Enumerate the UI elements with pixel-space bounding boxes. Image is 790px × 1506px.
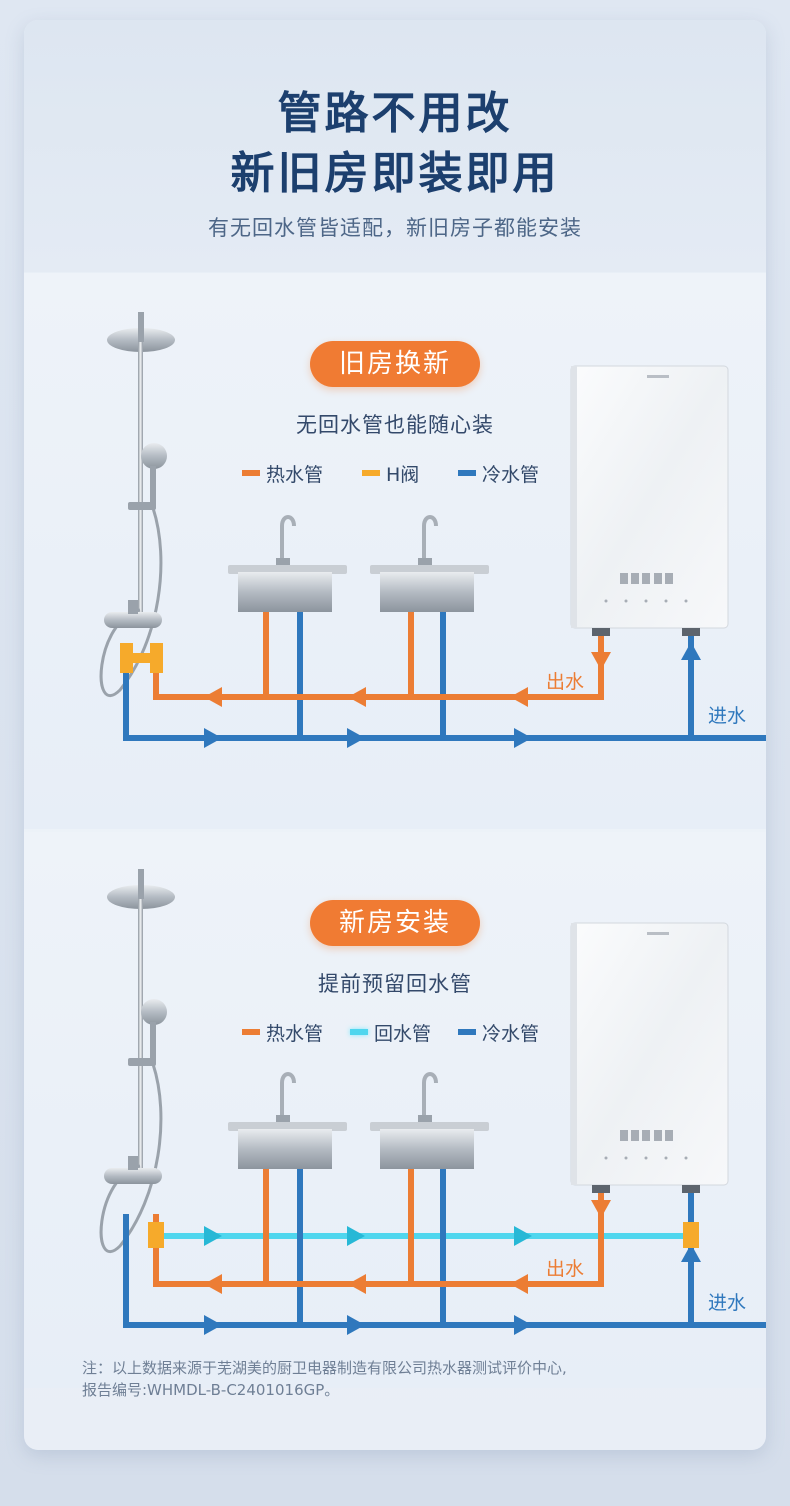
legend-label: 热水管 <box>266 463 324 486</box>
water-heater-icon <box>570 922 729 1193</box>
page-title-line1: 管路不用改 <box>277 88 513 139</box>
diagram-old-house: 出水 进水 <box>99 312 766 748</box>
legend-valve: H阀 <box>362 461 420 486</box>
flow-arrows-cold <box>204 642 701 748</box>
section-badge: 新房安装 <box>310 900 480 946</box>
cold-pipe <box>123 1169 766 1328</box>
section-caption: 无回水管也能随心装 <box>296 413 494 437</box>
hero-header: 管路不用改 新旧房即装即用 有无回水管皆适配，新旧房子都能安装 <box>24 20 766 272</box>
cold-pipe-swatch <box>458 470 476 476</box>
legend-label: H阀 <box>386 463 420 486</box>
valve-swatch <box>362 470 380 476</box>
section-badge: 旧房换新 <box>310 341 480 387</box>
legend-label: 回水管 <box>374 1022 432 1045</box>
h-valve-icon <box>120 643 163 673</box>
sink-icon <box>228 1072 347 1169</box>
sink-icon <box>370 1072 489 1169</box>
page-subtitle: 有无回水管皆适配，新旧房子都能安装 <box>208 216 582 240</box>
hot-pipe <box>153 1169 604 1287</box>
legend-label: 冷水管 <box>482 1022 540 1045</box>
outlet-label: 出水 <box>546 671 584 693</box>
footnote-line1: 注：以上数据来源于芜湖美的厨卫电器制造有限公司热水器测试评价中心, <box>82 1359 567 1377</box>
hot-pipe-swatch <box>242 1029 260 1035</box>
legend-hot: 热水管 <box>242 461 324 486</box>
legend-label: 冷水管 <box>482 463 540 486</box>
water-heater-icon <box>570 365 729 636</box>
return-pipe-swatch <box>350 1029 368 1035</box>
cold-pipe-swatch <box>458 1029 476 1035</box>
legend-hot: 热水管 <box>242 1020 324 1045</box>
legend-cold: 冷水管 <box>458 461 540 486</box>
flow-arrows-cold <box>204 1244 701 1335</box>
inlet-label: 进水 <box>708 705 746 727</box>
sink-icon <box>228 515 347 612</box>
outlet-label: 出水 <box>546 1258 584 1280</box>
flow-arrows-hot <box>204 652 611 707</box>
footnote-line2: 报告编号:WHMDL-B-C2401016GP。 <box>82 1381 340 1399</box>
page-title-line2: 新旧房即装即用 <box>230 148 560 199</box>
hot-pipe <box>153 612 604 700</box>
sink-icon <box>370 515 489 612</box>
shower-icon <box>99 312 175 698</box>
section-caption: 提前预留回水管 <box>318 972 472 996</box>
footnote: 注：以上数据来源于芜湖美的厨卫电器制造有限公司热水器测试评价中心, 报告编号:W… <box>82 1357 722 1401</box>
flow-arrows-hot <box>204 1200 611 1294</box>
cold-pipe <box>123 612 766 741</box>
legend-return: 回水管 <box>350 1020 432 1045</box>
hot-pipe-swatch <box>242 470 260 476</box>
tee-fitting-icon <box>148 1222 164 1248</box>
legend-cold: 冷水管 <box>458 1020 540 1045</box>
flow-arrows-return <box>204 1226 532 1246</box>
legend-label: 热水管 <box>266 1022 324 1045</box>
diagram-new-house: 出水 进水 <box>99 869 766 1335</box>
shower-icon <box>99 869 175 1254</box>
inlet-label: 进水 <box>708 1292 746 1314</box>
tee-fitting-icon <box>683 1222 699 1248</box>
